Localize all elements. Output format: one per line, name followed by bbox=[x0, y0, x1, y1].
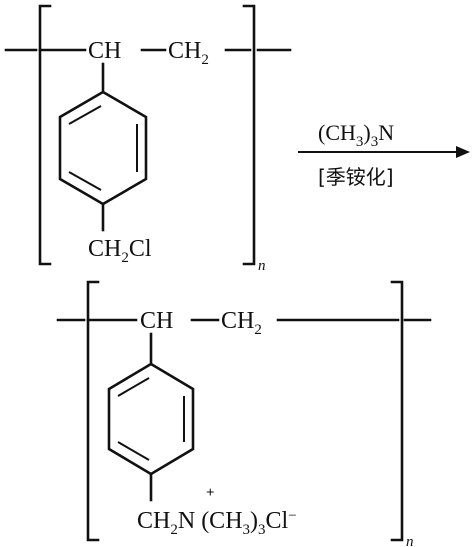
reactant-ring-double-bond-3 bbox=[68, 171, 102, 191]
reactant-polymer: CH CH2 CH2Cl n bbox=[4, 4, 292, 274]
reaction-arrow-group: (CH3)3N [季铵化] bbox=[298, 120, 470, 189]
reactant-left-bracket bbox=[38, 4, 52, 266]
reactant-repeat-index: n bbox=[258, 258, 266, 274]
product-positive-charge: + bbox=[206, 485, 215, 501]
reaction-type-label: [季铵化] bbox=[318, 165, 394, 189]
product-right-bracket bbox=[390, 280, 404, 542]
product-ch2-label: CH2 bbox=[221, 308, 262, 338]
product-polymer: CH CH2 + CH2N(CH3)3Cl− n bbox=[56, 280, 432, 547]
reagent-label: (CH3)3N bbox=[318, 120, 394, 150]
reactant-ch2cl-label: CH2Cl bbox=[88, 236, 152, 266]
reaction-arrow-head bbox=[456, 146, 470, 158]
reactant-benzene-ring bbox=[58, 90, 148, 206]
reactant-ch-label: CH bbox=[88, 38, 121, 64]
product-repeat-index: n bbox=[406, 534, 414, 547]
reactant-ch2-label: CH2 bbox=[168, 38, 209, 68]
reactant-right-bracket bbox=[242, 4, 256, 266]
reactant-ring-double-bond-1 bbox=[68, 105, 102, 125]
product-ring-double-bond-3 bbox=[117, 441, 150, 461]
product-ch-label: CH bbox=[140, 308, 173, 334]
product-ammonium-label: CH2N(CH3)3Cl− bbox=[137, 508, 297, 538]
product-benzene-ring bbox=[107, 362, 195, 476]
product-left-bracket bbox=[86, 280, 100, 542]
product-ring-double-bond-1 bbox=[117, 377, 150, 397]
